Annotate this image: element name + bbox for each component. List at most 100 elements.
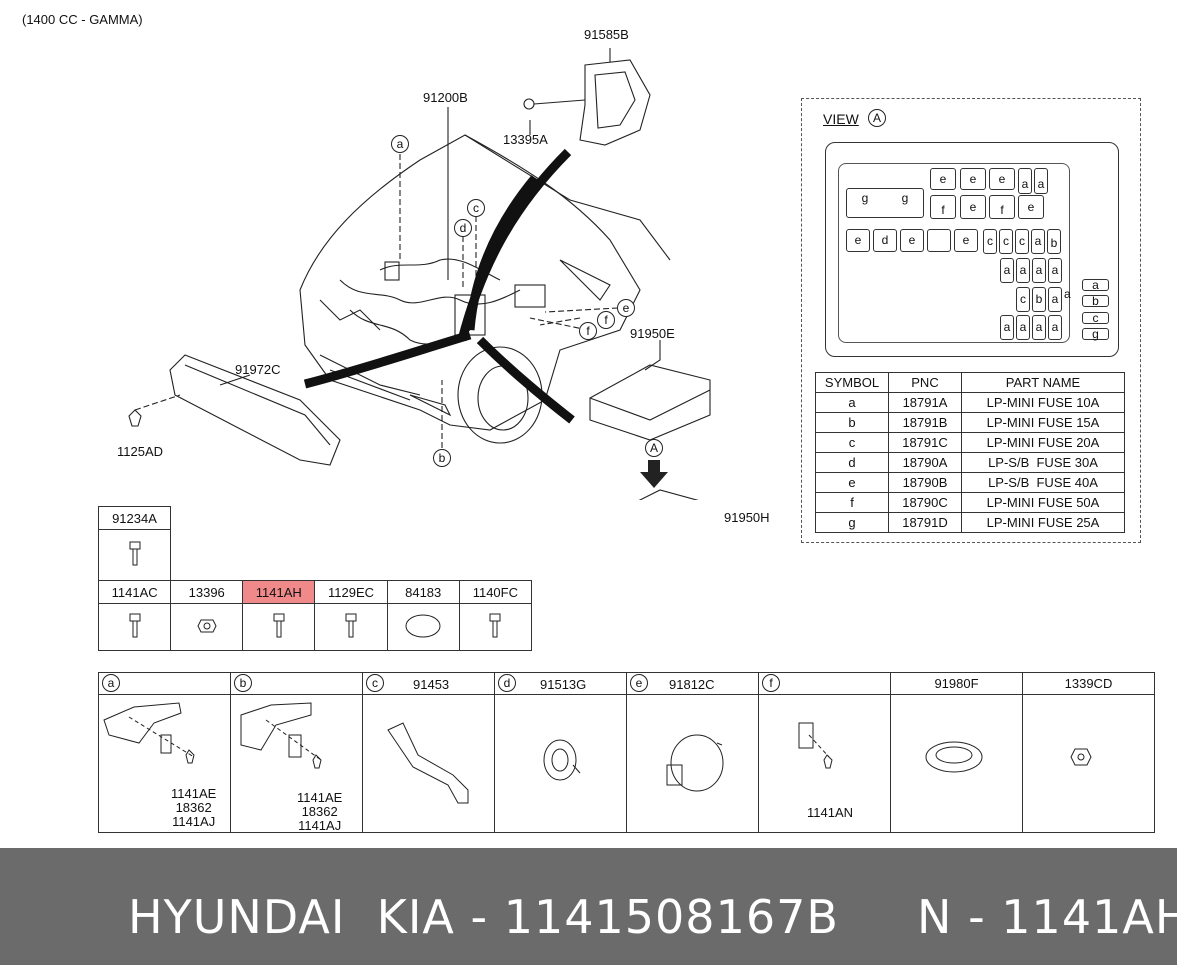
fuse-slot: e (960, 195, 986, 219)
cell-symbol: a (815, 392, 889, 413)
detail-circle-e: e (630, 674, 648, 692)
detail-circle-a: a (102, 674, 120, 692)
cell-part-name: LP-MINI FUSE 20A (961, 432, 1125, 453)
engine-label: (1400 CC - GAMMA) (22, 12, 143, 27)
bolt-icon (489, 613, 501, 637)
detail-label: 1141AN (807, 805, 854, 820)
hardware-table-91234A: 91234A (98, 506, 171, 581)
detail-cell-a: 1141AE 18362 1141AJ (98, 694, 231, 833)
detail-code-91812C: 91812C (669, 677, 715, 692)
callout-1125AD: 1125AD (117, 444, 164, 459)
spare-fuse-slot: g (1082, 328, 1109, 340)
fuse-slot: e (989, 168, 1015, 190)
fuse-slot-empty (927, 229, 951, 252)
cell-symbol: d (815, 452, 889, 473)
fuse-slot: e (846, 229, 870, 252)
cell-part-name: LP-MINI FUSE 25A (961, 512, 1125, 533)
hardware-cell-84183 (386, 603, 460, 651)
fuse-slot: g (890, 190, 920, 208)
callout-circle-f2: f (579, 322, 597, 340)
detail-cell-91980F (890, 694, 1023, 833)
fuse-slot: a (1032, 315, 1046, 340)
cell-symbol: g (815, 512, 889, 533)
fuse-slot: a (1000, 258, 1014, 283)
callout-circle-e: e (617, 299, 635, 317)
hardware-cell-1141AH[interactable] (242, 603, 316, 651)
cell-symbol: e (815, 472, 889, 493)
fuse-slot: a (1016, 258, 1030, 283)
hardware-header-1129EC: 1129EC (314, 580, 388, 604)
fuse-slot: a (1048, 287, 1062, 312)
hardware-header-13396: 13396 (170, 580, 244, 604)
cell-symbol: f (815, 492, 889, 513)
detail-cell-c (362, 694, 495, 833)
fuse-slot: c (983, 229, 997, 254)
fuse-slot: c (1016, 287, 1030, 312)
spare-fuse-slot: b (1082, 295, 1109, 307)
nut-icon (1070, 748, 1092, 766)
cell-pnc: 18791C (888, 432, 962, 453)
detail-label: 18362 (301, 804, 338, 819)
detail-code-91513G: 91513G (540, 677, 587, 692)
detail-cell-b: 1141AE 18362 1141AJ (230, 694, 363, 833)
ring-gasket-icon (925, 741, 983, 773)
cell-pnc: 18790B (888, 472, 962, 493)
cell-part-name: LP-MINI FUSE 50A (961, 492, 1125, 513)
hardware-header-1141AH-highlighted[interactable]: 1141AH (242, 580, 316, 604)
column-header-part-name: PART NAME (961, 372, 1125, 393)
fuse-slot: a (1048, 258, 1062, 283)
callout-circle-c: c (467, 199, 485, 217)
hardware-cell-1140FC (458, 603, 533, 651)
fuse-slot: c (999, 229, 1013, 254)
fuse-slot: a (1034, 168, 1048, 194)
fuse-slot: a (1032, 258, 1046, 283)
fuse-slot: f (930, 195, 956, 219)
clip-bracket-icon (103, 702, 195, 764)
detail-cell-e (626, 694, 759, 833)
column-header-pnc: PNC (888, 372, 962, 393)
bolt-icon (273, 613, 285, 637)
fuse-slot: e (930, 168, 956, 190)
clip-bolt-icon (798, 722, 833, 769)
plug-cap-icon (405, 614, 441, 637)
fuse-slot: f (989, 195, 1015, 219)
hardware-header-91234A: 91234A (98, 506, 171, 530)
grommet-large-icon (666, 734, 724, 792)
detail-header-e: e 91812C (626, 672, 759, 695)
callout-91950H: 91950H (724, 510, 770, 525)
hardware-cell-1141AC (97, 603, 172, 651)
cell-symbol: c (815, 432, 889, 453)
detail-circle-f: f (762, 674, 780, 692)
fuse-slot: b (1032, 287, 1046, 312)
detail-header-b: b (230, 672, 363, 695)
cell-pnc: 18791D (888, 512, 962, 533)
callout-91972C: 91972C (235, 362, 281, 377)
hardware-header-1140FC: 1140FC (458, 580, 533, 604)
footer-banner (0, 848, 1177, 965)
cell-pnc: 18790A (888, 452, 962, 473)
fuse-box-outline (825, 142, 1119, 357)
fuse-slot: a (1018, 168, 1032, 194)
view-circle-A: A (868, 109, 886, 127)
detail-label: 18362 (175, 800, 212, 815)
callout-circle-a: a (391, 135, 409, 153)
hardware-cell-91234A (98, 529, 171, 581)
fuse-slot: e (1018, 195, 1044, 219)
bolt-icon (129, 541, 140, 565)
cell-pnc: 18791A (888, 392, 962, 413)
spare-fuse-slot: c (1082, 312, 1109, 324)
spare-fuse-slot: a (1082, 279, 1109, 291)
view-title: VIEW (823, 111, 859, 127)
detail-cell-f: 1141AN (758, 694, 891, 833)
callout-91585B: 91585B (584, 27, 629, 42)
cell-pnc: 18790C (888, 492, 962, 513)
fuse-slot: a (1031, 229, 1045, 254)
hardware-table: 1141AC 13396 1141AH 1129EC 84183 1140FC (97, 580, 533, 651)
